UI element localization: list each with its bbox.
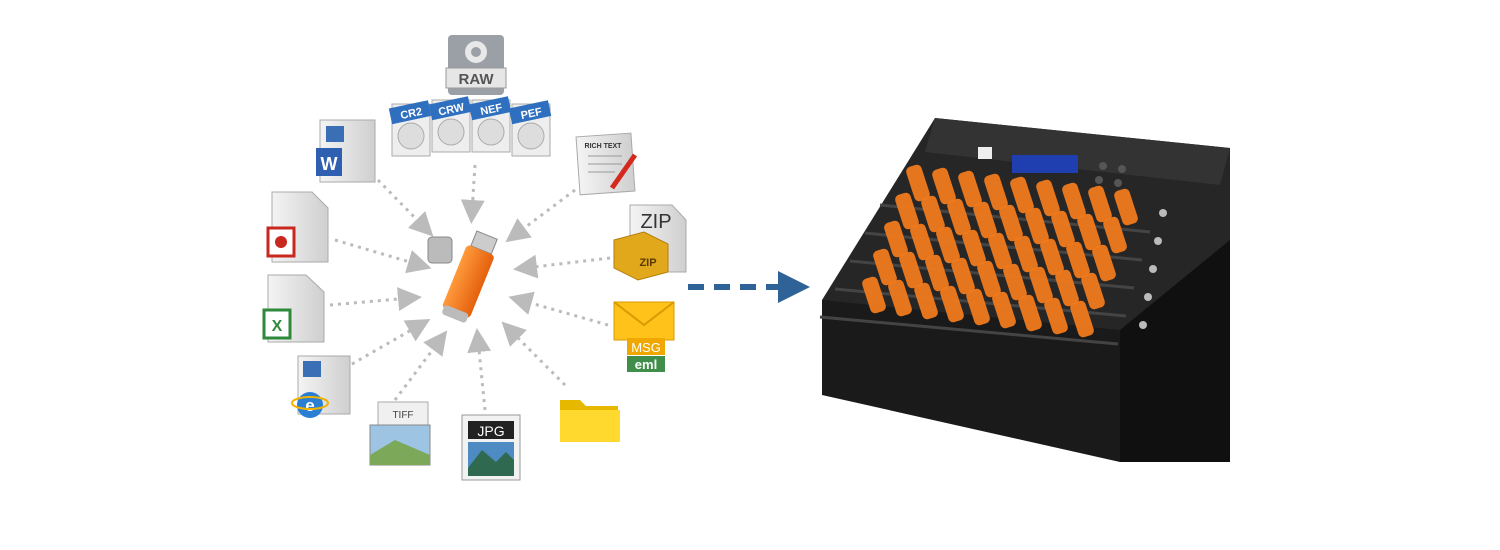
usb-drive-slot xyxy=(1040,238,1064,276)
usb-drive-slot xyxy=(947,198,971,236)
usb-drive-slot xyxy=(1003,263,1027,301)
eject-knob[interactable] xyxy=(1154,237,1162,245)
eject-knob[interactable] xyxy=(1149,265,1157,273)
usb-drive-slot xyxy=(977,260,1001,298)
tiff-image-icon: TIFF xyxy=(369,401,431,466)
usb-drive-slot xyxy=(984,173,1008,211)
usb-drive-slot xyxy=(1114,188,1138,226)
svg-text:X: X xyxy=(272,318,283,335)
usb-drive-slot xyxy=(884,220,908,258)
usb-slots xyxy=(819,164,1167,346)
usb-drive-slot xyxy=(958,170,982,208)
eject-knob[interactable] xyxy=(1139,321,1147,329)
raw-format-label: CRW xyxy=(437,101,466,118)
svg-text:ZIP: ZIP xyxy=(639,257,656,269)
usb-drive-slot xyxy=(1103,216,1127,254)
usb-drive-slot xyxy=(921,195,945,233)
lcd-display xyxy=(1012,155,1078,173)
usb-drive-slot xyxy=(888,279,912,317)
usb-drive-slot xyxy=(992,291,1016,329)
flow-arrow xyxy=(688,271,810,303)
slot-rail xyxy=(819,315,1119,346)
usb-drive-slot xyxy=(936,226,960,264)
usb-drive-slot xyxy=(1014,235,1038,273)
usb-drive-slot xyxy=(988,232,1012,270)
raw-format-crw: CRW xyxy=(428,96,472,153)
usb-drive-slot xyxy=(1092,244,1116,282)
svg-text:RICH TEXT: RICH TEXT xyxy=(585,143,623,150)
usb-drive-slot xyxy=(1051,210,1075,248)
raw-format-label: NEF xyxy=(479,102,503,118)
word-document-icon: W xyxy=(316,119,376,183)
eject-knob[interactable] xyxy=(1144,293,1152,301)
svg-text:W: W xyxy=(321,154,338,174)
usb-flash-drive-icon xyxy=(427,230,498,323)
usb-drive-slot xyxy=(862,276,886,314)
usb-drive-slot xyxy=(1062,182,1086,220)
usb-drive-slot xyxy=(1036,179,1060,217)
usb-drive-slot xyxy=(1070,300,1094,338)
usb-drive-slot xyxy=(899,251,923,289)
web-document-icon: e xyxy=(291,355,351,418)
usb-drive-slot xyxy=(873,248,897,286)
usb-drive-slot xyxy=(1081,272,1105,310)
usb-drive-slot xyxy=(932,167,956,205)
svg-text:JPG: JPG xyxy=(477,423,504,439)
usb-drive-slot xyxy=(1066,241,1090,279)
excel-document-icon: X xyxy=(262,274,325,343)
email-message-icon: MSG eml xyxy=(613,301,675,372)
svg-text:MSG: MSG xyxy=(631,340,661,355)
svg-text:ZIP: ZIP xyxy=(640,211,671,233)
usb-drive-slot xyxy=(962,229,986,267)
svg-text:eml: eml xyxy=(635,357,657,372)
usb-drive-slot xyxy=(951,257,975,295)
usb-drive-slot xyxy=(914,282,938,320)
usb-duplicator-device xyxy=(819,118,1230,462)
device-brand-logo xyxy=(978,147,992,159)
powerpoint-document-icon xyxy=(266,191,329,263)
usb-drive-slot xyxy=(973,201,997,239)
raw-label: RAW xyxy=(459,71,495,88)
usb-drive-slot xyxy=(1088,185,1112,223)
usb-drive-slot xyxy=(1077,213,1101,251)
usb-drive-slot xyxy=(895,192,919,230)
usb-drive-slot xyxy=(999,204,1023,242)
jpg-image-icon: JPG xyxy=(461,414,521,481)
usb-drive-slot xyxy=(940,285,964,323)
eject-knob[interactable] xyxy=(1159,209,1167,217)
svg-text:e: e xyxy=(305,396,314,415)
control-buttons[interactable] xyxy=(1095,162,1126,187)
rich-text-document-icon: RICH TEXT xyxy=(575,132,638,196)
usb-drive-slot xyxy=(1029,266,1053,304)
raw-format-label: CR2 xyxy=(399,106,423,122)
dotted-arrows xyxy=(329,164,611,411)
raw-format-cr2: CR2 xyxy=(388,100,432,157)
usb-drive-slot xyxy=(966,288,990,326)
svg-text:TIFF: TIFF xyxy=(392,410,413,421)
usb-drive-slot xyxy=(1044,297,1068,335)
raw-files-icon: RAW CR2 CRW NEF PEF xyxy=(388,35,552,157)
usb-drive-slot xyxy=(925,254,949,292)
zip-archive-icon: ZIP ZIP xyxy=(613,204,687,281)
folder-icon xyxy=(560,400,620,442)
raw-format-pef: PEF xyxy=(508,100,552,157)
usb-drive-slot xyxy=(1018,294,1042,332)
raw-format-nef: NEF xyxy=(468,96,512,153)
usb-drive-slot xyxy=(910,223,934,261)
usb-drive-slot xyxy=(1010,176,1034,214)
usb-drive-slot xyxy=(1055,269,1079,307)
usb-drive-slot xyxy=(1025,207,1049,245)
usb-drive-slot xyxy=(906,164,930,202)
raw-format-label: PEF xyxy=(520,106,544,122)
